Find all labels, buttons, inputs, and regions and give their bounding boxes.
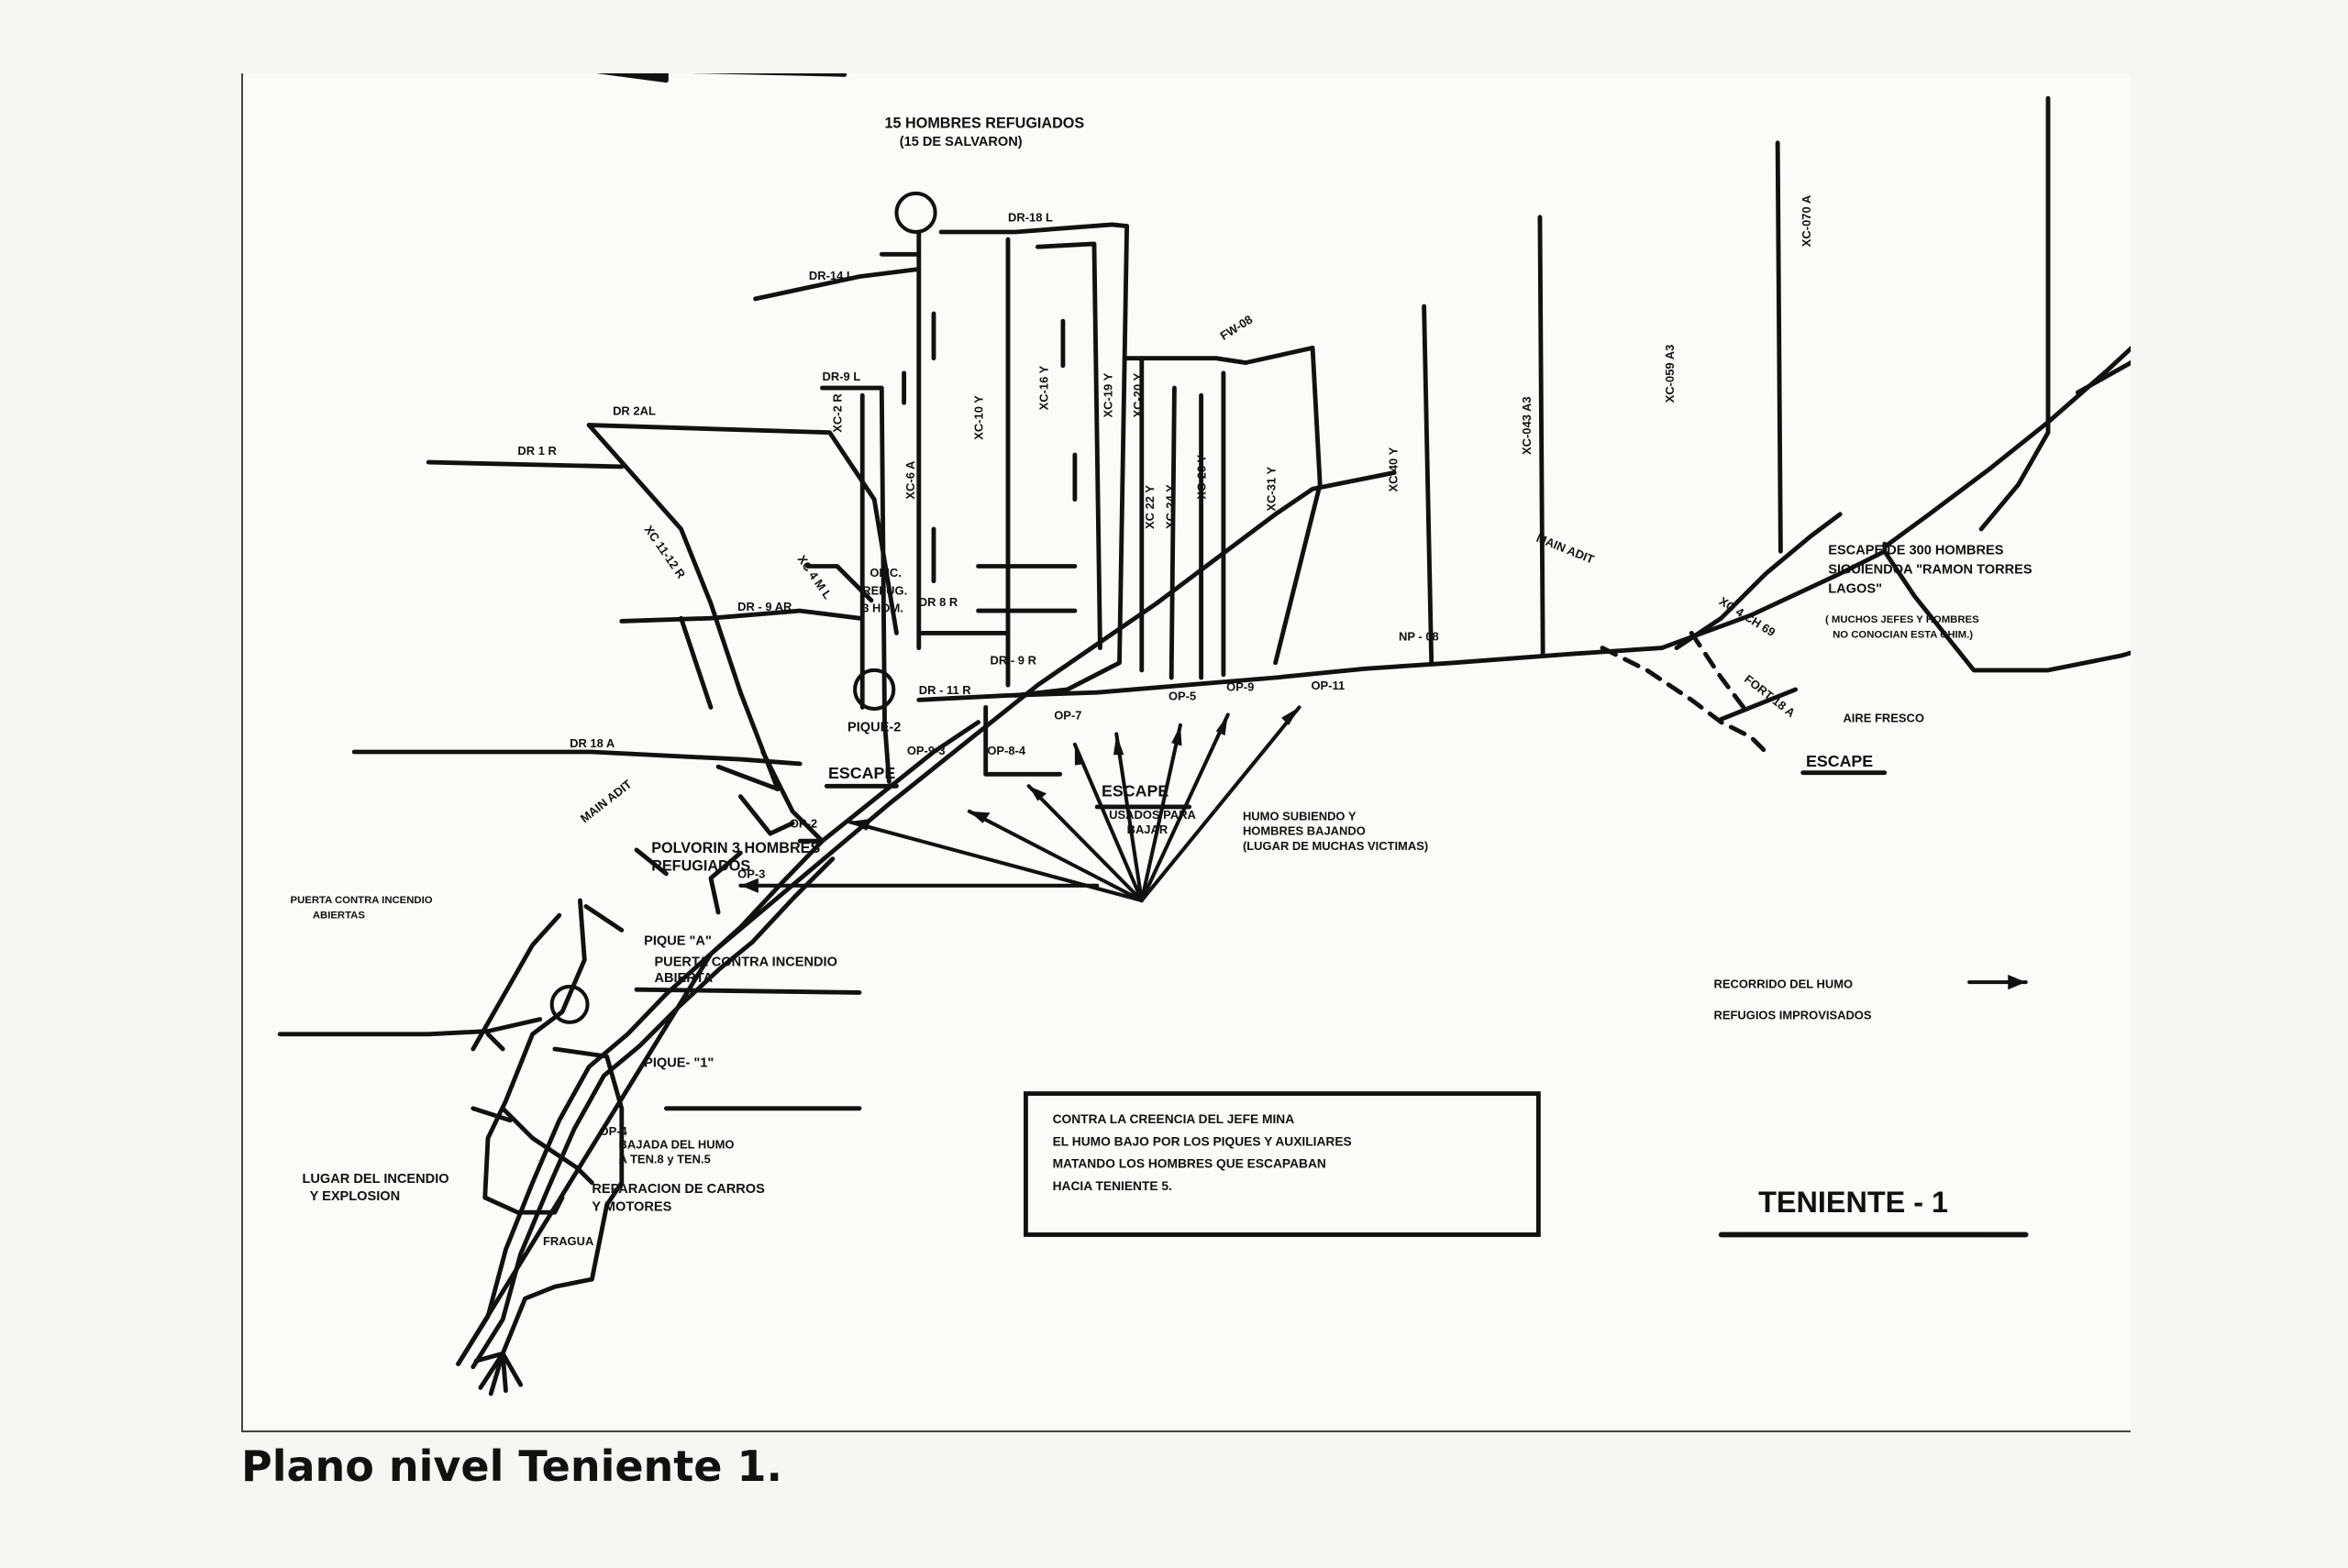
smoke-note-line1: HUMO SUBIENDO Y	[1243, 810, 1357, 823]
label-dr2al: DR 2AL	[613, 403, 656, 417]
label-xc4m: XC 4 M L	[795, 553, 836, 602]
smoke-note-line2: HOMBRES BAJANDO	[1243, 824, 1366, 838]
label-main-adit-left: MAIN ADIT	[578, 777, 635, 825]
label-fw08: FW-08	[1218, 313, 1256, 343]
label-dr8r: DR 8 R	[919, 595, 958, 609]
label-xc16: XC-16 Y	[1037, 365, 1051, 410]
label-pique2: PIQUE-2	[847, 720, 901, 734]
note-line4: HACIA TENIENTE 5.	[1053, 1179, 1172, 1193]
label-op3: OP-3	[737, 867, 765, 881]
label-op11: OP-11	[1311, 679, 1345, 692]
label-xc20: XC-20 Y	[1131, 372, 1145, 417]
label-op5: OP-5	[1168, 689, 1196, 702]
reparacion-line2: Y MOTORES	[592, 1200, 671, 1215]
label-np08: NP - 08	[1399, 630, 1439, 644]
powder-line1: POLVORIN 3 HOMBRES	[651, 840, 820, 856]
puerta-mid-line1: PUERTA CONTRA INCENDIO	[654, 955, 837, 969]
pique-a: PIQUE "A"	[644, 934, 712, 949]
label-xc059: XC-059 A3	[1663, 345, 1677, 403]
label-xc070: XC-070 A	[1800, 194, 1813, 247]
label-dr9ar: DR - 9 AR	[737, 600, 792, 613]
figure-caption: Plano nivel Teniente 1.	[241, 1441, 782, 1491]
label-xc24: XC-24 Y	[1163, 484, 1177, 529]
escape-center-line2: BAJAR	[1127, 823, 1168, 836]
label-dr1r: DR 1 R	[517, 444, 557, 458]
refuge-top-line2: (15 DE SALVARON)	[900, 135, 1023, 149]
powder-line2: REFUGIADOS	[651, 858, 750, 875]
escape-center-line1: USADOS PARA	[1109, 808, 1196, 822]
puerta-mid-line2: ABIERTA	[654, 971, 713, 986]
label-dr18a: DR 18 A	[570, 736, 615, 750]
jefes-note-line2: NO CONOCIAN ESTA CHIM.)	[1833, 629, 1973, 640]
label-xc2r: XC-2 R	[831, 393, 845, 433]
reparacion-line1: REPARACION DE CARROS	[592, 1182, 765, 1197]
label-ofic3: 3 HOM.	[862, 602, 903, 615]
diagram-title: TENIENTE - 1	[1758, 1186, 1948, 1219]
fragua: FRAGUA	[543, 1234, 594, 1248]
label-op84: OP-8-4	[987, 744, 1026, 757]
escape-center-title: ESCAPE	[1102, 782, 1168, 801]
main-adit-tunnel	[456, 720, 981, 1366]
note-line3: MATANDO LOS HOMBRES QUE ESCAPABAN	[1053, 1157, 1326, 1171]
label-op93: OP-9-3	[907, 744, 946, 757]
label-xc043: XC-043 A3	[1520, 396, 1534, 455]
label-dr9r: DR - 9 R	[991, 653, 1037, 667]
label-xc4ch: XC 4 CH 69	[1717, 594, 1778, 639]
label-xc40: XC-40 Y	[1386, 447, 1400, 491]
escape-arrows	[738, 705, 1301, 903]
refuge-top-line1: 15 HOMBRES REFUGIADOS	[885, 116, 1085, 132]
bajada-line2: A TEN.8 y TEN.5	[619, 1153, 711, 1166]
legend-smoke: RECORRIDO DEL HUMO	[1714, 977, 1854, 991]
aire-fresco: AIRE FRESCO	[1843, 712, 1924, 725]
mine-level-map: 15 HOMBRES REFUGIADOS (15 DE SALVARON) D…	[277, 73, 2131, 1397]
label-ofic1: OFIC.	[869, 566, 902, 580]
label-dr14l: DR-14 L	[809, 269, 854, 282]
label-xc19: XC-19 Y	[1101, 372, 1114, 417]
label-xc31: XC-31 Y	[1265, 466, 1279, 511]
label-fort: FORT 18 A	[1742, 672, 1799, 721]
lugar-line2: Y EXPLOSION	[310, 1189, 401, 1204]
puerta-top-line1: PUERTA CONTRA INCENDIO	[291, 895, 433, 906]
escape-route	[1600, 646, 1768, 755]
note-box	[1024, 1091, 1541, 1237]
label-dr11r: DR - 11 R	[919, 683, 972, 697]
puerta-top-line2: ABIERTAS	[313, 910, 366, 921]
diagram-frame: 15 HOMBRES REFUGIADOS (15 DE SALVARON) D…	[241, 73, 2131, 1432]
escape-300-line3: LAGOS"	[1828, 582, 1882, 597]
escape-left: ESCAPE	[828, 764, 895, 782]
label-op9: OP-9	[1226, 680, 1254, 694]
lugar-line1: LUGAR DEL INCENDIO	[303, 1172, 449, 1187]
label-op2: OP-2	[790, 817, 817, 831]
note-line2: EL HUMO BAJO POR LOS PIQUES Y AUXILIARES	[1053, 1134, 1352, 1148]
label-xc26: XC-26 Y	[1194, 455, 1208, 500]
escape-300-line2: SIGUIENDOA "RAMON TORRES	[1828, 563, 2032, 578]
escape-300-line1: ESCAPE DE 300 HOMBRES	[1828, 544, 2003, 558]
bajada-line1: BAJADA DEL HUMO	[619, 1138, 735, 1152]
north-arrow-icon	[595, 73, 847, 83]
label-xc6a: XC-6 A	[903, 460, 917, 500]
fw08-drift	[456, 470, 1397, 1366]
label-dr18l: DR-18 L	[1008, 211, 1053, 225]
note-line1: CONTRA LA CREENCIA DEL JEFE MINA	[1053, 1112, 1295, 1126]
refuge-circle-pique2	[853, 668, 896, 712]
jefes-note-line1: ( MUCHOS JEFES Y HOMBRES	[1825, 614, 1979, 625]
refuge-circle-polvorin	[549, 984, 590, 1024]
smoke-note-line3: (LUGAR DE MUCHAS VICTIMAS)	[1243, 839, 1428, 853]
label-xc22: XC 22 Y	[1143, 485, 1157, 529]
label-op4: OP-4	[600, 1124, 628, 1138]
refuge-circle-top	[894, 191, 937, 235]
label-op7: OP-7	[1054, 708, 1081, 722]
legend-refuges: REFUGIOS IMPROVISADOS	[1714, 1009, 1872, 1022]
escape-right: ESCAPE	[1806, 752, 1873, 770]
label-ofic2: REFUG.	[862, 583, 907, 597]
label-xc10: XC-10 Y	[971, 395, 985, 440]
pique-1: PIQUE- "1"	[644, 1055, 714, 1070]
label-dr9l: DR-9 L	[823, 370, 861, 383]
